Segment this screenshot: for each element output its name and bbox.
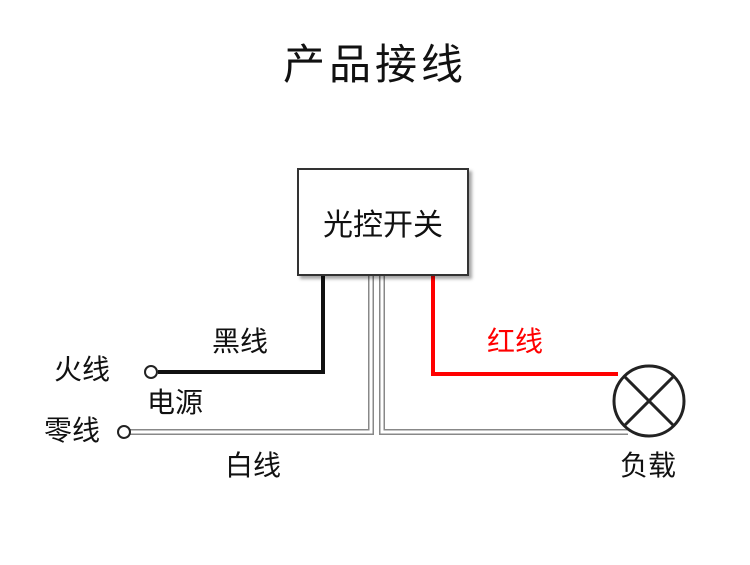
black-wire-label: 黑线 xyxy=(212,325,269,358)
page-title: 产品接线 xyxy=(282,40,467,89)
white-wire-label: 白线 xyxy=(225,449,282,482)
white-wire-right xyxy=(379,276,628,435)
white-wire-left xyxy=(130,276,374,435)
load-label: 负载 xyxy=(620,449,677,482)
switch-label: 光控开关 xyxy=(323,208,443,243)
live-wire-label: 火线 xyxy=(54,353,111,386)
neutral-terminal xyxy=(117,425,131,439)
red-wire-label: 红线 xyxy=(487,325,544,358)
black-wire xyxy=(158,276,325,374)
light-control-switch: 光控开关 xyxy=(297,168,469,276)
power-source-label: 电源 xyxy=(147,386,204,419)
load-lamp-icon xyxy=(612,364,686,438)
live-terminal xyxy=(144,365,158,379)
red-wire xyxy=(431,276,618,376)
neutral-wire-label: 零线 xyxy=(44,414,101,447)
